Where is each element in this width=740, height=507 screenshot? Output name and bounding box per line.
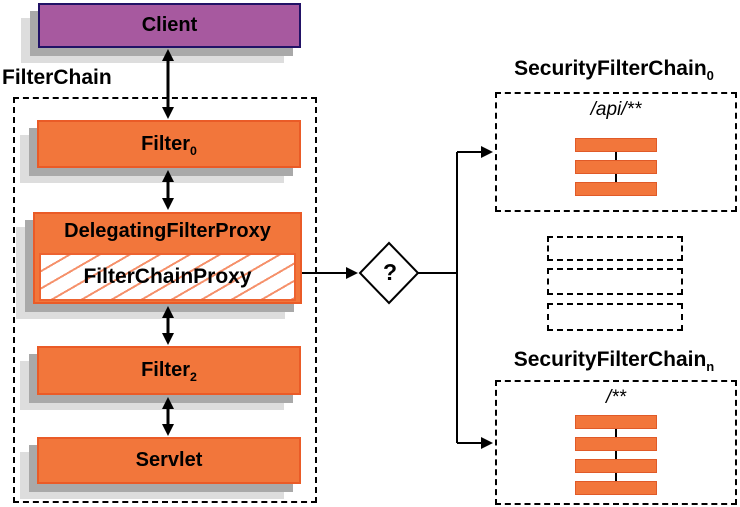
filter2-box: Filter2 [37, 346, 301, 395]
servlet-label: Servlet [135, 449, 203, 471]
filter2-label: Filter2 [141, 359, 197, 384]
client-label: Client [141, 14, 198, 36]
security-filter-chain-0-title: SecurityFilterChain0 [490, 57, 738, 84]
filterchain-container [13, 97, 317, 503]
delegating-filter-proxy-box: DelegatingFilterProxy FilterChainProxy [33, 212, 302, 304]
security-filter-chain-0-base: SecurityFilterChain [514, 57, 707, 80]
client-box: Client [38, 3, 301, 48]
filter-chain-proxy-label: FilterChainProxy [83, 265, 252, 288]
filter-bar [575, 459, 657, 473]
placeholder-chain-box [547, 303, 683, 331]
security-filter-chain-0-subscript: 0 [706, 68, 714, 84]
security-filter-chain-n-filters [575, 415, 657, 495]
filter-bar [575, 160, 657, 174]
security-filter-chain-n-base: SecurityFilterChain [513, 348, 707, 371]
filter0-box: Filter0 [37, 120, 301, 168]
filter-bar [575, 138, 657, 152]
filter-bar [575, 182, 657, 196]
filter-bar [575, 437, 657, 451]
filter2-base: Filter [141, 359, 190, 381]
security-filter-chain-0-box: /api/** [495, 92, 737, 212]
filter-bar [575, 415, 657, 429]
security-filter-chain-0-pattern: /api/** [590, 99, 642, 120]
placeholder-chain-box [547, 268, 683, 295]
security-filter-chain-n-subscript: n [706, 359, 715, 375]
security-filter-chain-n-pattern: /** [605, 387, 627, 408]
security-filter-chain-0-filters [575, 138, 657, 196]
filter0-subscript: 0 [190, 143, 197, 158]
servlet-box: Servlet [37, 437, 301, 484]
filter0-label: Filter0 [141, 132, 197, 158]
filter2-subscript: 2 [190, 370, 197, 384]
delegating-filter-proxy-label: DelegatingFilterProxy [64, 220, 271, 242]
security-filter-chain-n-box: /** [495, 380, 737, 505]
filter-chain-proxy-box: FilterChainProxy [39, 253, 296, 301]
security-filter-chain-n-title: SecurityFilterChainn [490, 348, 738, 375]
filterchain-title: FilterChain [2, 66, 112, 89]
decision-label: ? [382, 259, 398, 285]
branch-lines [418, 146, 493, 449]
filter0-base: Filter [141, 132, 190, 155]
placeholder-chain-box [547, 236, 683, 261]
filter-stack-connector [615, 422, 617, 488]
filter-bar [575, 481, 657, 495]
